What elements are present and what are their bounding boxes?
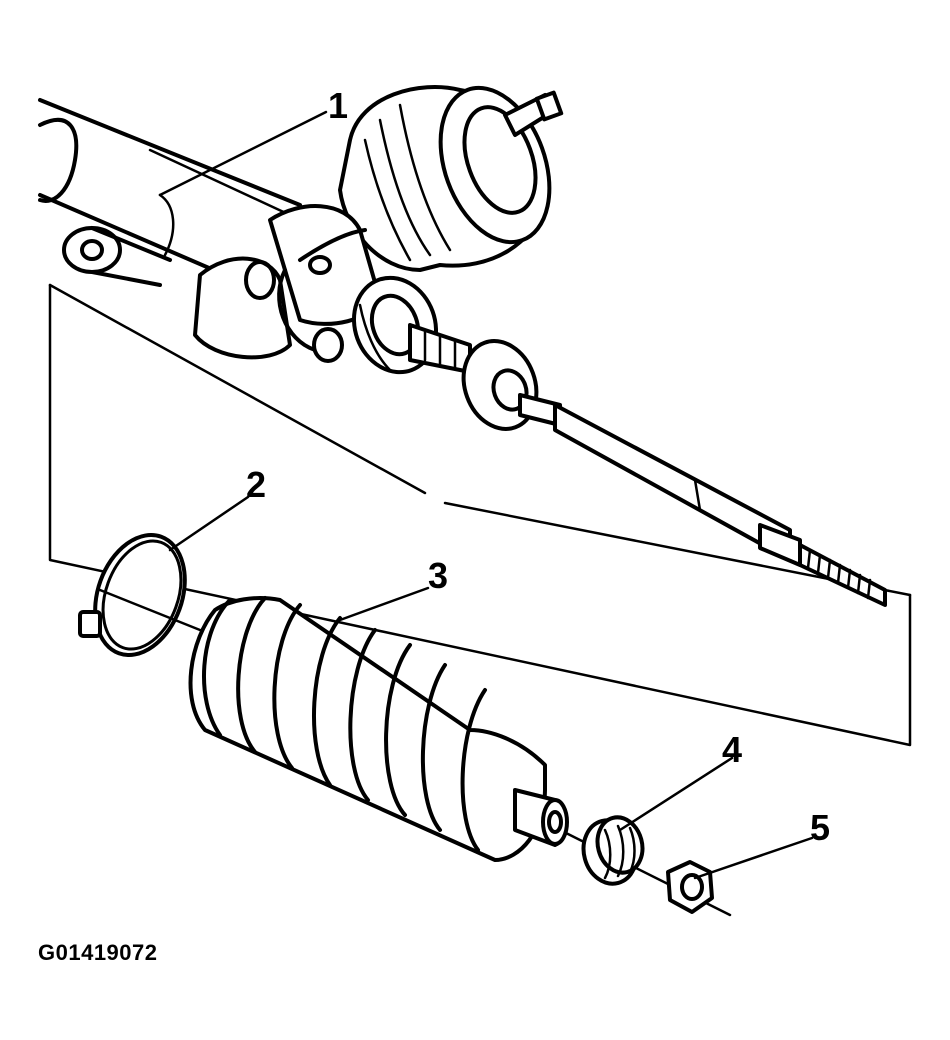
boot-adapter	[581, 815, 645, 886]
rack-housing	[38, 98, 302, 292]
boot-clamp	[78, 532, 187, 658]
rack-boot	[188, 596, 569, 862]
callout-5: 5	[810, 807, 830, 848]
callout-4: 4	[722, 729, 742, 770]
callout-1: 1	[328, 85, 348, 126]
jam-nut	[666, 860, 714, 914]
inner-tie-rod	[408, 323, 887, 607]
figure-id: G01419072	[38, 940, 158, 965]
valve-housing	[193, 85, 564, 363]
leader-lines	[158, 110, 814, 880]
callout-3: 3	[428, 555, 448, 596]
callout-2: 2	[246, 464, 266, 505]
